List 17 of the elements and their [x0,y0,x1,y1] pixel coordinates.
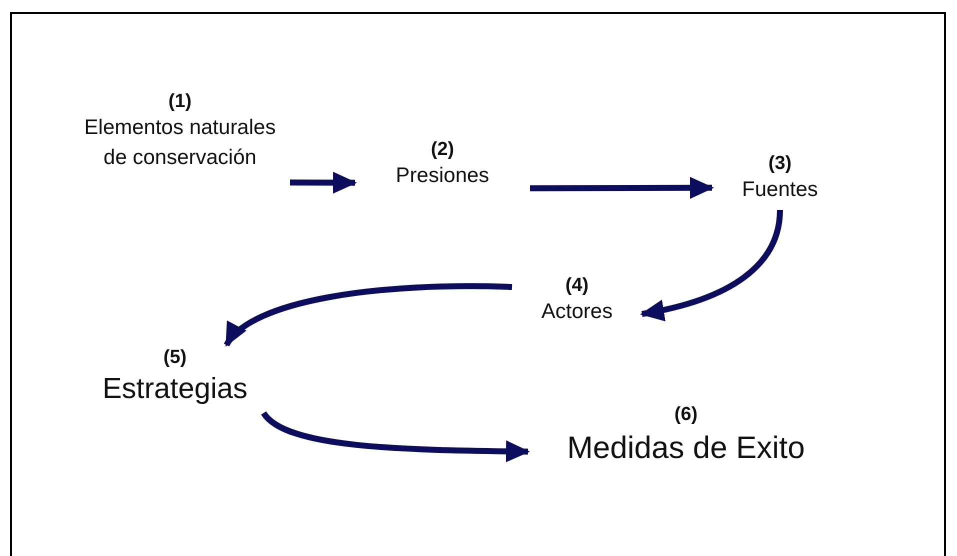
step-label: Actores [541,299,613,326]
step-label: Presiones [396,163,490,190]
step-number: (6) [674,405,698,426]
step-number: (5) [163,348,187,368]
arrow [530,176,714,199]
step-number: (4) [565,276,589,298]
step-label: Elementos naturales de conservación [83,115,277,172]
step-label: Medidas de Exito [567,428,805,467]
step-label: Estrategias [102,372,248,408]
arrow [261,411,530,462]
arrow [290,172,357,194]
arrow [224,283,512,347]
arrow [640,210,783,321]
step-number: (1) [168,92,192,113]
step-number: (2) [430,140,454,162]
step-label: Fuentes [742,177,818,204]
step-number: (3) [768,154,792,176]
